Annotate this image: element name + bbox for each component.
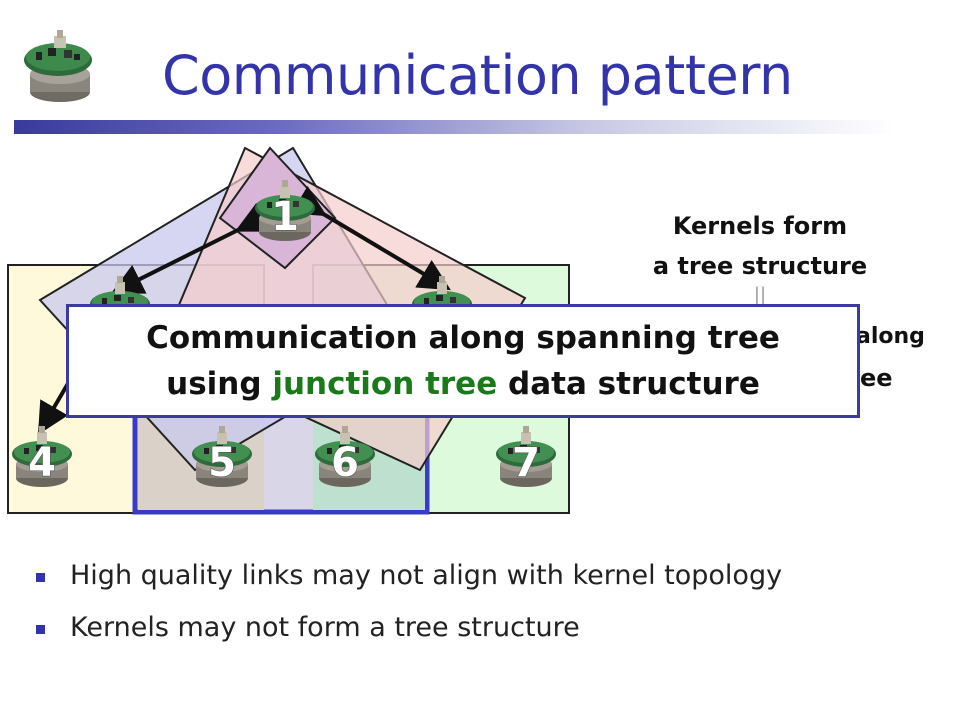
node-label-1: 1 [271, 194, 299, 240]
callout-line-1: Communication along spanning tree [146, 320, 780, 356]
edge-1-left [110, 202, 271, 294]
side-note-line-2: a tree structure [652, 252, 868, 280]
side-note-partial-2: ee [860, 364, 893, 392]
side-note: Kernels form a tree structure || [620, 206, 900, 304]
callout-line-2-prefix: using [166, 366, 273, 402]
node-label-7: 7 [512, 440, 540, 486]
edge-left-4 [37, 378, 72, 435]
callout-highlight: junction tree [272, 366, 498, 402]
bullet-text: High quality links may not align with ke… [70, 560, 783, 591]
side-note-line-1: Kernels form [672, 212, 848, 240]
bullet-square-icon [36, 625, 45, 634]
side-note-partial-1: along [856, 324, 925, 349]
sensor-mote-logo-icon [24, 30, 92, 102]
bullet-text: Kernels may not form a tree structure [70, 612, 580, 643]
node-label-6: 6 [331, 440, 359, 486]
callout-line-2-suffix: data structure [497, 366, 760, 402]
node-label-5: 5 [208, 440, 236, 486]
title-underline-bar [14, 120, 894, 134]
callout-line-2: using junction tree data structure [69, 361, 857, 407]
slide-title: Communication pattern [162, 44, 793, 107]
node-label-4: 4 [28, 440, 56, 486]
callout-box: Communication along spanning tree using … [66, 304, 860, 418]
edge-1-right [291, 185, 451, 291]
bullet-square-icon [36, 573, 45, 582]
side-note-separator: || [753, 284, 767, 305]
